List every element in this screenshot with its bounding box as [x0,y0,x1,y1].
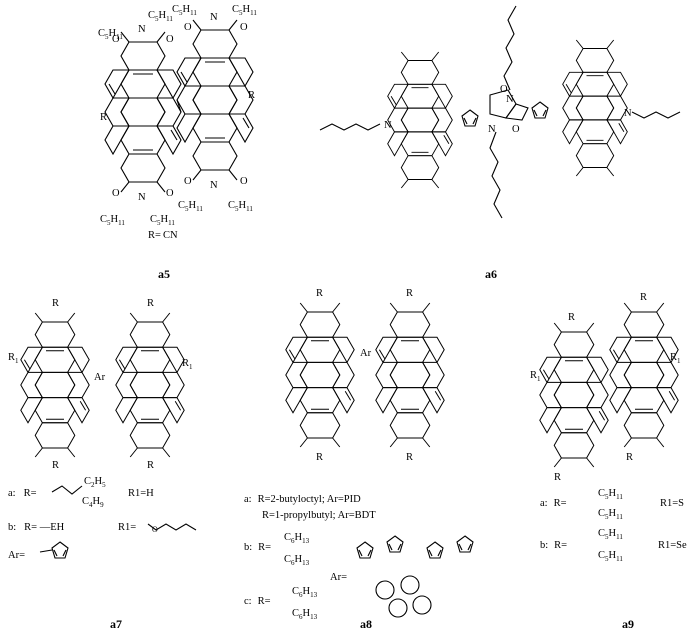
svg-text:C6H13: C6H13 [292,608,318,621]
label-a5: a5 [158,267,170,281]
svg-text:N: N [506,94,514,105]
svg-text:O: O [166,188,174,199]
svg-text:R: R [52,298,59,309]
a8-row-c: c:R= [244,596,271,607]
a8-line2: R=1-propylbutyl; Ar=BDT [262,510,376,521]
svg-text:R: R [406,452,413,463]
a5-r-right: R [248,90,255,101]
svg-text:O: O [512,124,520,135]
svg-text:R1=Se: R1=Se [658,540,687,551]
svg-text:R: R [406,288,413,299]
label-a7: a7 [110,617,122,631]
svg-text:C6H13: C6H13 [284,554,310,567]
a7-ar-label: Ar [94,372,106,383]
svg-text:C5H11: C5H11 [598,488,623,501]
svg-text:C4H9: C4H9 [82,496,104,509]
label-a9: a9 [622,617,634,631]
a5-n-bot-right: N [210,180,218,191]
svg-text:N: N [384,120,392,131]
label-a8: a8 [360,617,372,631]
svg-text:R: R [52,460,59,471]
a7-ar-def: Ar= [8,550,25,561]
a7-row-b: b:R= —EH [8,522,65,533]
a5-alkyl-labels: C5H11 C5H11 C5H11 C5H11 C5H11 C5H11 C5H1… [98,4,257,227]
svg-text:C5H11: C5H11 [598,508,623,521]
a8-row-b: b:R= [244,542,271,553]
a5-n-top-right: N [210,12,218,23]
svg-text:R1: R1 [670,352,681,365]
a5-n-bot-left: N [138,192,146,203]
a8-line1: a:R=2-butyloctyl; Ar=PID [244,494,361,505]
svg-text:Ar=: Ar= [330,572,347,583]
svg-text:R1: R1 [530,370,541,383]
svg-text:R: R [316,452,323,463]
svg-text:R1: R1 [182,358,193,371]
svg-text:R: R [147,460,154,471]
svg-text:C5H11: C5H11 [598,550,623,563]
svg-text:R1=: R1= [118,522,136,533]
svg-text:O: O [166,34,174,45]
svg-text:O: O [112,34,120,45]
svg-text:C5H11: C5H11 [228,200,253,213]
svg-text:N: N [488,124,496,135]
a5-n-top-left: N [138,24,146,35]
svg-text:R: R [626,452,633,463]
svg-text:O: O [152,525,158,534]
svg-text:C6H13: C6H13 [292,586,318,599]
label-a6: a6 [485,267,497,281]
svg-text:R: R [568,312,575,323]
svg-text:C5H11: C5H11 [172,4,197,17]
svg-text:O: O [112,188,120,199]
svg-text:O: O [240,22,248,33]
svg-text:C5H11: C5H11 [148,10,173,23]
svg-text:R: R [554,472,561,483]
a5-r-left: R [100,112,107,123]
a5-r-definition: R=CN [148,230,178,241]
svg-text:C6H13: C6H13 [284,532,310,545]
svg-text:C5H11: C5H11 [150,214,175,227]
svg-text:O: O [184,176,192,187]
svg-text:R1=H: R1=H [128,488,154,499]
svg-text:C5H11: C5H11 [98,28,123,41]
svg-text:R: R [316,288,323,299]
svg-text:C5H11: C5H11 [232,4,257,17]
structure-a7: Ar R1 R1 R R R R a:R= C2H5 C4H9 R1=H b:R= … [8,298,197,631]
svg-text:C5H11: C5H11 [100,214,125,227]
svg-text:C5H11: C5H11 [598,528,623,541]
svg-text:R1: R1 [8,352,19,365]
svg-text:C5H11: C5H11 [178,200,203,213]
structure-a6: O O N N N N a6 [319,5,681,281]
svg-text:R: R [640,292,647,303]
a9-row-b: b:R= [540,540,567,551]
a9-row-a: a:R= [540,498,567,509]
svg-text:N: N [624,108,632,119]
svg-text:O: O [240,176,248,187]
svg-text:R1=S: R1=S [660,498,684,509]
structure-a8: Ar R R R R a:R=2-butyloctyl; Ar=PID R=1-pr… [244,288,474,631]
a7-row-a: a:R= [8,488,37,499]
svg-text:C2H5: C2H5 [84,476,106,489]
svg-text:Ar: Ar [360,348,372,359]
svg-text:O: O [184,22,192,33]
structure-a9: R R R R R1 R1 a:R= C5H11 C5H11 R1=S b:R= C… [530,292,687,631]
svg-text:O: O [500,84,508,95]
svg-text:R: R [147,298,154,309]
